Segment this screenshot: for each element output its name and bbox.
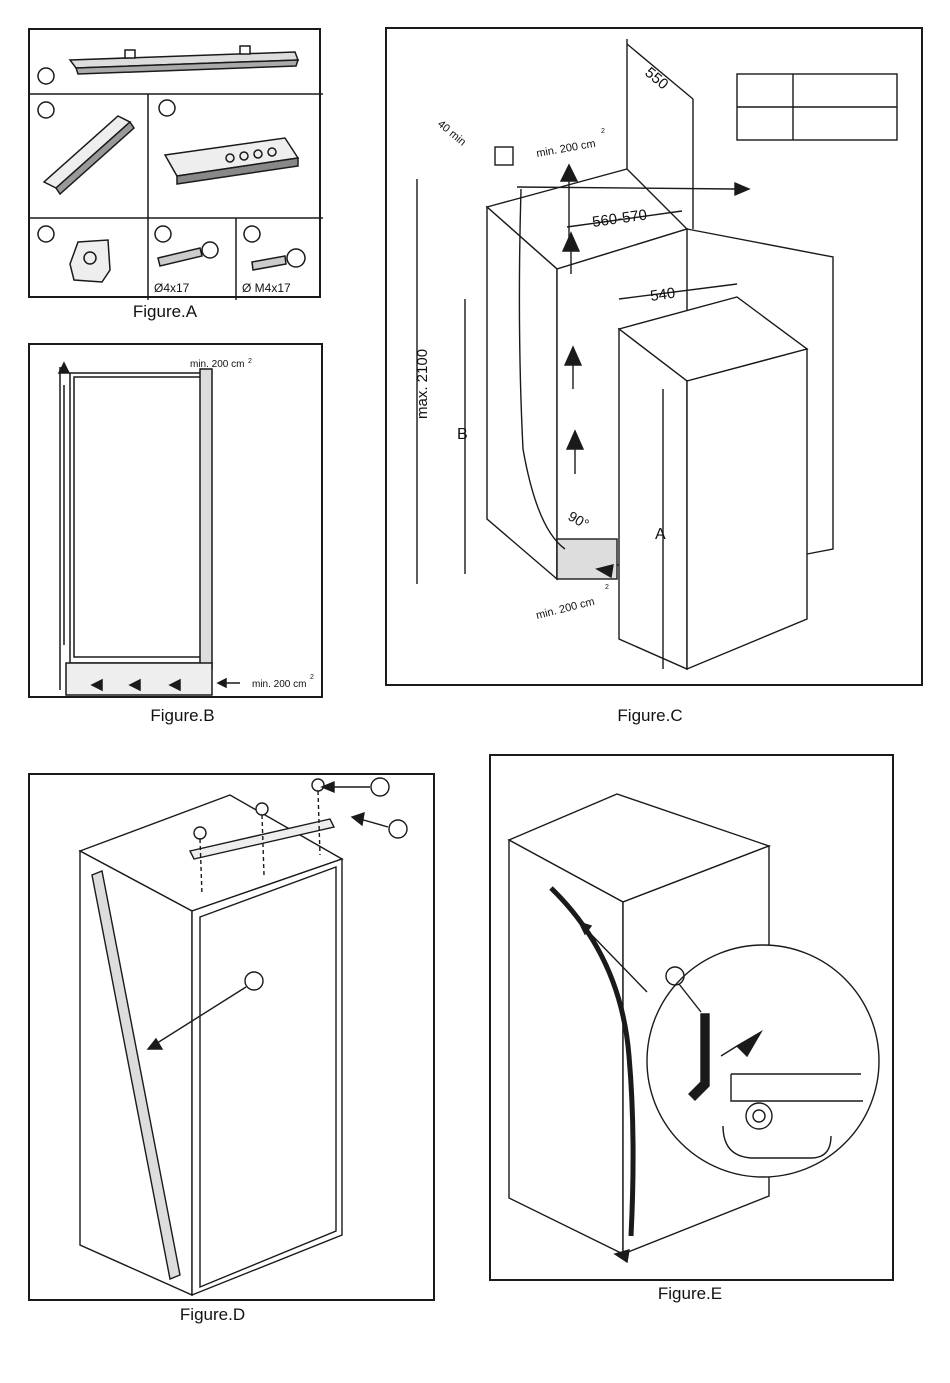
figure-d-caption: Figure.D — [165, 1305, 260, 1325]
vent-bottom-label: min. 200 cm — [535, 596, 596, 622]
dim-height-label: max. 2100 — [414, 349, 431, 419]
figure-e-seal-fitting-illustration — [491, 756, 896, 1283]
vent-bottom-superscript: 2 — [605, 584, 609, 591]
figure-b-ventilation-illustration: min. 200 cm 2 min. 200 cm 2 — [30, 345, 325, 700]
figure-d-door-fitting-illustration — [30, 775, 437, 1303]
vent-bottom-label: min. 200 cm — [252, 679, 306, 690]
vent-bottom-superscript: 2 — [310, 674, 314, 681]
figure-e-caption: Figure.E — [640, 1284, 740, 1304]
figure-a-caption: Figure.A — [120, 302, 210, 322]
label-b: B — [457, 426, 468, 443]
figure-e-panel — [489, 754, 894, 1281]
dim-depth-label: 550 — [641, 64, 671, 93]
vent-top-superscript: 2 — [248, 358, 252, 365]
figure-b-panel: min. 200 cm 2 min. 200 cm 2 — [28, 343, 323, 698]
screw-small-label: Ø4x17 — [154, 281, 190, 295]
vent-top-label: min. 200 cm — [190, 359, 244, 370]
figure-c-installation-dimensions: 550 560-570 540 max. 2100 40 min 90° B A… — [387, 29, 925, 688]
vent-top-superscript: 2 — [601, 128, 605, 135]
label-a: A — [655, 526, 666, 543]
figure-c-panel: 550 560-570 540 max. 2100 40 min 90° B A… — [385, 27, 923, 686]
dim-appliance-depth-label: 540 — [649, 285, 676, 305]
figure-a-panel: Ø4x17 Ø M4x17 — [28, 28, 321, 298]
figure-d-panel — [28, 773, 435, 1301]
dim-gap-label: 40 min — [435, 118, 468, 148]
vent-top-label: min. 200 cm — [535, 138, 596, 160]
figure-b-caption: Figure.B — [135, 706, 230, 726]
figure-c-caption: Figure.C — [600, 706, 700, 726]
figure-a-parts-illustration: Ø4x17 Ø M4x17 — [30, 30, 323, 300]
screw-large-label: Ø M4x17 — [242, 281, 291, 295]
